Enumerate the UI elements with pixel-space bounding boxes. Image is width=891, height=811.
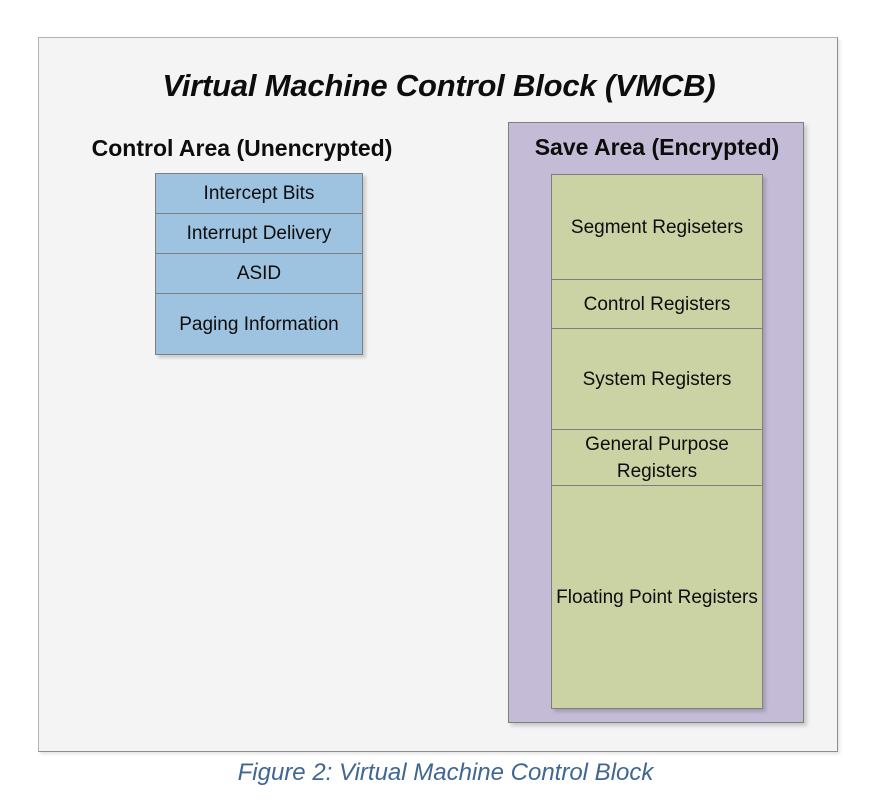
save-area-box-stack: Segment Regiseters Control Registers Sys… <box>551 174 763 709</box>
save-area-heading: Save Area (Encrypted) <box>534 134 780 160</box>
control-area-box-paging-information: Paging Information <box>155 293 363 355</box>
control-area-box-interrupt-delivery: Interrupt Delivery <box>155 213 363 253</box>
control-area-box-intercept-bits: Intercept Bits <box>155 173 363 213</box>
save-area-box-floating-point-registers: Floating Point Registers <box>551 485 763 709</box>
save-area-box-system-registers: System Registers <box>551 328 763 429</box>
save-area-box-general-purpose-registers: General Purpose Registers <box>551 429 763 485</box>
control-area-box-stack: Intercept Bits Interrupt Delivery ASID P… <box>155 173 363 355</box>
control-area-box-asid: ASID <box>155 253 363 293</box>
save-area-box-control-registers: Control Registers <box>551 279 763 328</box>
save-area-panel: Save Area (Encrypted) Segment Regiseters… <box>508 122 804 723</box>
control-area-heading: Control Area (Unencrypted) <box>91 135 393 161</box>
save-area-box-segment-registers: Segment Regiseters <box>551 174 763 279</box>
control-area-group: Control Area (Unencrypted) Intercept Bit… <box>62 133 422 355</box>
figure-caption: Figure 2: Virtual Machine Control Block <box>237 759 654 786</box>
figure-frame: Virtual Machine Control Block (VMCB) Con… <box>38 37 838 752</box>
figure-title: Virtual Machine Control Block (VMCB) <box>162 68 716 103</box>
